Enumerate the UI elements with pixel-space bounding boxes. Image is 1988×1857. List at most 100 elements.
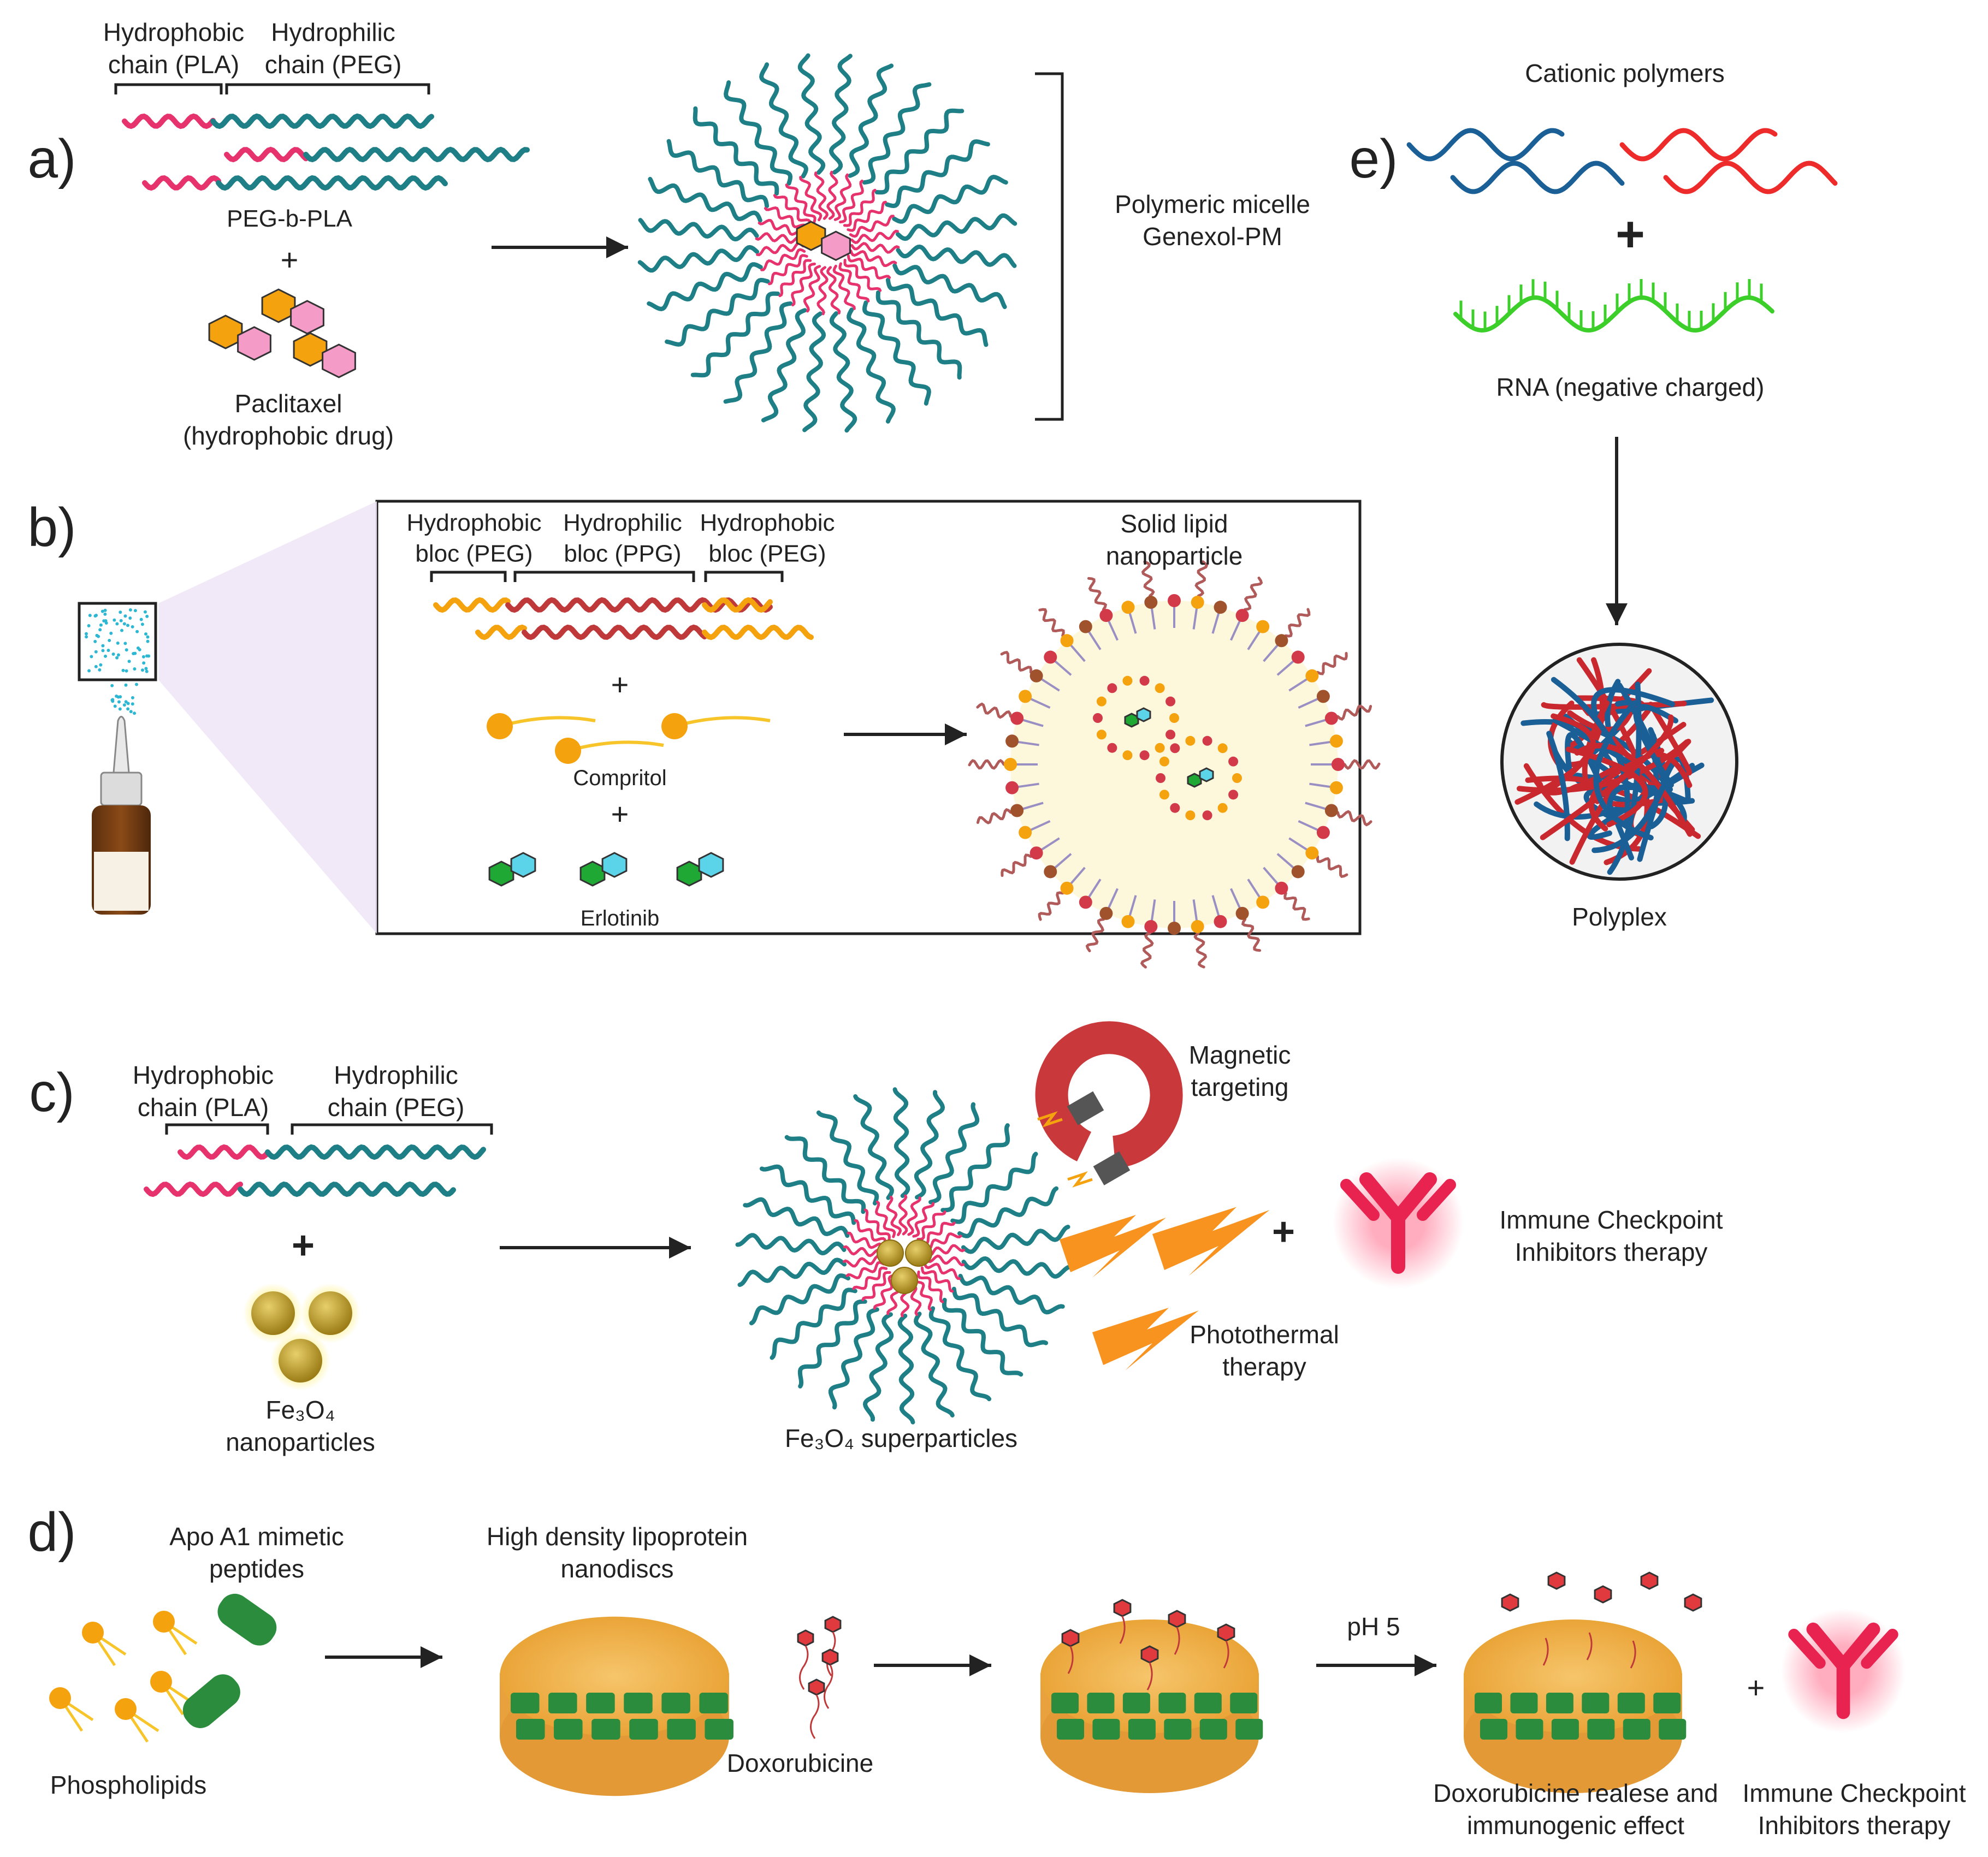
b-spray-droplet bbox=[125, 648, 128, 652]
b-sln-head bbox=[1121, 915, 1135, 928]
c-arrow-head bbox=[669, 1237, 691, 1259]
c-micelle-pla-arm bbox=[886, 1195, 902, 1236]
b-sln-core bbox=[1010, 601, 1338, 928]
b-sln-drug bbox=[1199, 767, 1214, 782]
d-released-drug bbox=[1640, 1571, 1659, 1590]
a-micelle-peg-arm bbox=[802, 311, 826, 432]
b-sln-peg bbox=[1141, 560, 1155, 597]
b-spray-droplet bbox=[113, 618, 116, 622]
d-released-drug bbox=[1594, 1585, 1612, 1604]
c-micelle-pla-arm bbox=[863, 1208, 891, 1242]
e-red-chain-2 bbox=[1663, 161, 1838, 194]
c-micelle-pla-arm bbox=[920, 1266, 954, 1293]
d-loaded-disc-belt bbox=[1164, 1719, 1192, 1740]
a-micelle-peg-arm bbox=[665, 277, 770, 347]
a-micelle-peg-arm bbox=[637, 245, 759, 273]
b-sln-head bbox=[1329, 781, 1343, 794]
d-release-disc-belt bbox=[1623, 1719, 1650, 1740]
b-sln-peg bbox=[976, 808, 1013, 824]
d-released-drug bbox=[1684, 1593, 1702, 1612]
d-doxorubicine-icon bbox=[797, 1629, 814, 1647]
d-released-drug bbox=[1547, 1571, 1566, 1590]
c-micelle-peg-arm bbox=[749, 1273, 850, 1326]
e-polyplex-strand bbox=[1546, 731, 1570, 841]
a-micelle-pla-arm bbox=[850, 229, 899, 245]
b-sln-vesicle-head bbox=[1159, 790, 1169, 800]
d-antibody-icon-arm bbox=[1788, 1629, 1898, 1669]
d-hdl-label: High density lipoprotein bbox=[487, 1522, 748, 1551]
b-spray-droplet bbox=[108, 638, 111, 642]
b-sln-head bbox=[1099, 609, 1113, 622]
a-product-label: Genexol-PM bbox=[1143, 222, 1282, 251]
b-sln-head bbox=[1256, 620, 1270, 633]
b-spray-droplet bbox=[119, 610, 122, 614]
a-chain-2-hydrophilic bbox=[303, 146, 530, 163]
b-spray-droplet bbox=[98, 628, 102, 632]
b-spray-droplet bbox=[118, 707, 122, 711]
a-micelle-peg-arm bbox=[723, 301, 793, 404]
d-doxorubicine-icon bbox=[821, 1648, 839, 1666]
b-sln-head bbox=[1144, 919, 1158, 933]
b-spray-droplet bbox=[115, 694, 119, 698]
c-micelle-pla-arm bbox=[845, 1261, 885, 1279]
b-sln-peg bbox=[968, 759, 1005, 770]
e-red-chain-1 bbox=[1619, 128, 1778, 162]
c-micelle-peg-arm bbox=[950, 1152, 1038, 1224]
c-hydrophilic-label: Hydrophilic bbox=[334, 1061, 458, 1089]
b-spray-nozzle bbox=[113, 716, 130, 774]
b-spray-droplet bbox=[94, 665, 98, 668]
b-sln-peg bbox=[1316, 652, 1348, 675]
b-sln-peg bbox=[1336, 810, 1372, 827]
b-spray-droplet bbox=[131, 696, 134, 699]
b-sln-vesicle-head bbox=[1155, 743, 1165, 753]
c-micelle-peg-arm bbox=[928, 1306, 992, 1402]
c-micelle-peg-arm bbox=[828, 1307, 879, 1410]
b-sln-head bbox=[1329, 734, 1343, 748]
a-micelle-peg-arm bbox=[647, 262, 763, 311]
c-micelle-pla-arm bbox=[912, 1202, 935, 1238]
b-spray-droplet bbox=[133, 609, 137, 613]
b-sln-peg bbox=[1085, 918, 1105, 952]
b-sln-peg bbox=[1001, 853, 1032, 877]
c-micelle-pla-arm bbox=[874, 1200, 896, 1238]
a-micelle-peg-arm bbox=[759, 62, 808, 179]
b-sln-head bbox=[1275, 634, 1288, 648]
b-sln-head bbox=[1324, 711, 1338, 725]
b-spray-droplet bbox=[88, 614, 92, 618]
a-drug-label: (hydrophobic drug) bbox=[183, 422, 394, 450]
b-compritol-head bbox=[487, 713, 513, 739]
b-sln-peg bbox=[1316, 855, 1348, 879]
b-spray-collar bbox=[100, 772, 143, 806]
a-chain-3-hydrophobic bbox=[142, 175, 221, 191]
b-sln-head bbox=[1214, 915, 1227, 928]
b-spray-droplet bbox=[144, 632, 148, 636]
panel-label-b: b) bbox=[28, 497, 76, 558]
b-sln-peg bbox=[1284, 608, 1311, 638]
a-micelle-pla-arm bbox=[832, 264, 856, 310]
b-spray-droplet bbox=[97, 634, 100, 638]
a-paclitaxel-1-left bbox=[261, 288, 296, 323]
b-chain-1-hydrophobic bbox=[433, 597, 511, 613]
c-superparticles-label: Fe₃O₄ superparticles bbox=[785, 1424, 1017, 1452]
a-micelle-peg-arm bbox=[862, 82, 932, 185]
b-spray-droplet bbox=[146, 635, 150, 639]
b-spray-droplet bbox=[106, 649, 110, 652]
d-loaded-drug bbox=[1217, 1623, 1235, 1642]
b-spray-droplet bbox=[98, 668, 102, 672]
d-loaded-drug-tail bbox=[1223, 1640, 1229, 1669]
b-spray-droplet bbox=[126, 624, 129, 627]
b-bloc2-label: bloc (PPG) bbox=[564, 540, 681, 567]
b-spray-droplet bbox=[102, 619, 106, 623]
b-chain-2-hydrophobic bbox=[475, 624, 527, 640]
a-micelle-pla-arm bbox=[843, 258, 882, 292]
d-loaded-drug-tail bbox=[1119, 1616, 1126, 1644]
d-nanodisc-top bbox=[500, 1616, 729, 1736]
a-paclitaxel-2-right bbox=[237, 326, 271, 361]
b-sln-vesicle-head bbox=[1169, 713, 1179, 723]
b-spray-droplet bbox=[115, 622, 119, 626]
b-sln-peg bbox=[1283, 892, 1310, 921]
b-spray-droplet bbox=[109, 631, 113, 635]
d-nanodisc-belt bbox=[661, 1693, 690, 1713]
c-magnet-spark bbox=[1037, 1111, 1063, 1128]
